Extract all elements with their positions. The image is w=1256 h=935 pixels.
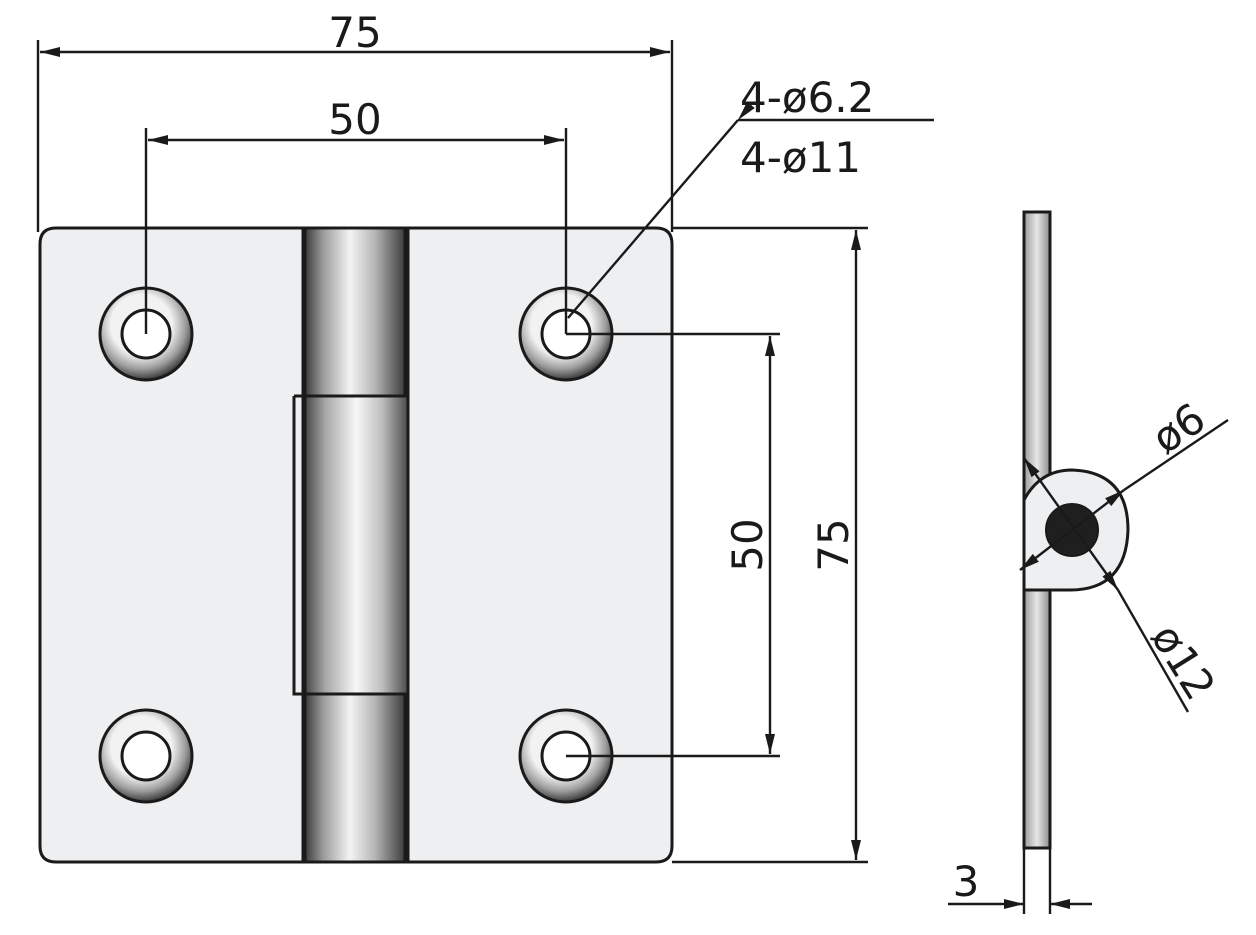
dimension-hole-spacing-horizontal: 50 [148,95,564,145]
callout-counterbore-text: 4-ø11 [740,133,861,182]
callout-through-hole-text: 4-ø6.2 [740,73,874,122]
dim-overall-width-text: 75 [328,8,381,57]
left-leaf [38,226,305,864]
front-view: 75 50 50 75 4-ø6.2 4-ø11 [36,8,934,864]
dim-hole-spacing-v-text: 50 [723,518,772,571]
dimension-hole-spacing-vertical: 50 [723,336,775,754]
dimension-overall-height: 75 [809,230,861,860]
barrel-knuckle-bottom [303,692,407,864]
dim-thickness-text: 3 [953,857,980,906]
right-leaf [406,226,674,864]
hole-bottom-left [98,708,194,804]
knuckle-joint-line [292,394,305,696]
dim-knuckle-diameter-text: ø12 [1142,615,1225,708]
barrel-knuckle-top [303,226,407,398]
dim-overall-height-text: 75 [809,518,858,571]
dimension-thickness: 3 [948,848,1092,914]
side-view: ø6 ø12 3 [948,210,1229,914]
dim-pin-diameter-text: ø6 [1143,393,1214,463]
hole-callout: 4-ø6.2 4-ø11 [567,73,934,319]
barrel-knuckle-middle [303,394,410,696]
dimension-overall-width: 75 [40,8,670,57]
dim-hole-spacing-h-text: 50 [328,95,381,144]
